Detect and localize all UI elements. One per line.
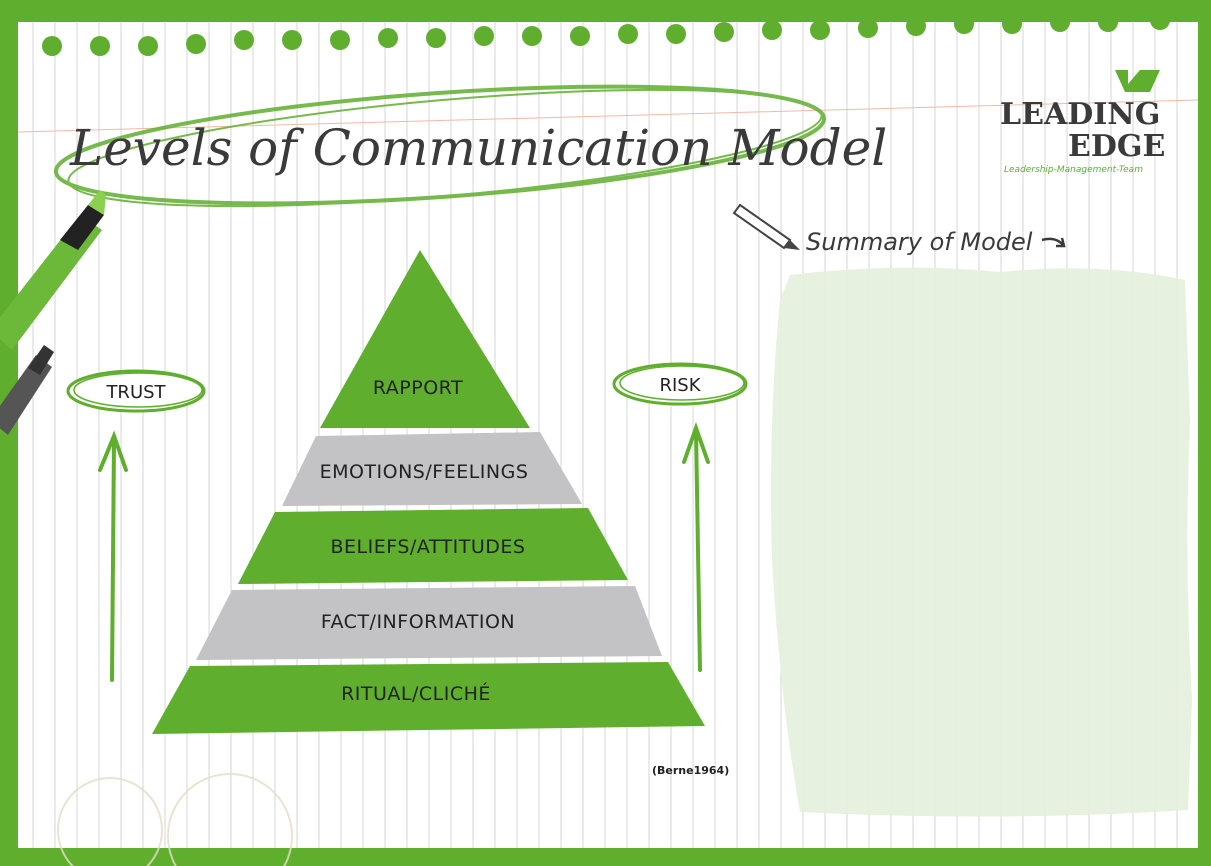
level-label-rapport: RAPPORT xyxy=(373,377,463,399)
risk-badge: RISK xyxy=(612,362,748,406)
level-label-ritual: RITUAL/CLICHÉ xyxy=(341,682,491,705)
trust-label: TRUST xyxy=(105,382,166,403)
logo-line1: LEADING xyxy=(1000,97,1160,132)
level-emotions xyxy=(282,432,582,506)
citation: (Berne1964) xyxy=(652,764,729,777)
level-rapport xyxy=(320,250,530,428)
level-label-emotions: EMOTIONS/FEELINGS xyxy=(320,461,529,483)
pen-decoration-green xyxy=(0,190,106,350)
risk-arrow xyxy=(682,421,710,672)
logo-tagline: Leadership-Management-Team xyxy=(1004,165,1143,175)
logo-mark-icon xyxy=(1115,70,1160,92)
page-title: Levels of Communication Model xyxy=(69,119,887,177)
pencil-icon xyxy=(732,203,800,250)
pen-decoration-grey xyxy=(0,345,54,435)
level-ritual xyxy=(152,662,705,734)
risk-label: RISK xyxy=(659,375,701,396)
level-label-facts: FACT/INFORMATION xyxy=(321,611,515,633)
summary-arrow-icon xyxy=(1041,237,1066,248)
leading-edge-logo: LEADING EDGE Leadership-Management-Team xyxy=(1000,70,1165,175)
summary-label: Summary of Model xyxy=(806,228,1033,256)
title-ellipse xyxy=(53,84,827,208)
summary-box[interactable] xyxy=(771,267,1192,817)
level-beliefs xyxy=(238,508,628,584)
communication-pyramid xyxy=(152,250,705,734)
logo-line2: EDGE xyxy=(1068,129,1165,164)
notebook-holes xyxy=(0,0,1211,56)
level-label-beliefs: BELIEFS/ATTITUDES xyxy=(330,536,525,558)
level-facts xyxy=(196,586,662,660)
margin-line xyxy=(17,99,1199,133)
trust-badge: TRUST xyxy=(66,369,206,413)
trust-arrow xyxy=(98,430,128,682)
summary-heading: Summary of Model xyxy=(732,203,1066,256)
coffee-stain xyxy=(57,773,293,866)
